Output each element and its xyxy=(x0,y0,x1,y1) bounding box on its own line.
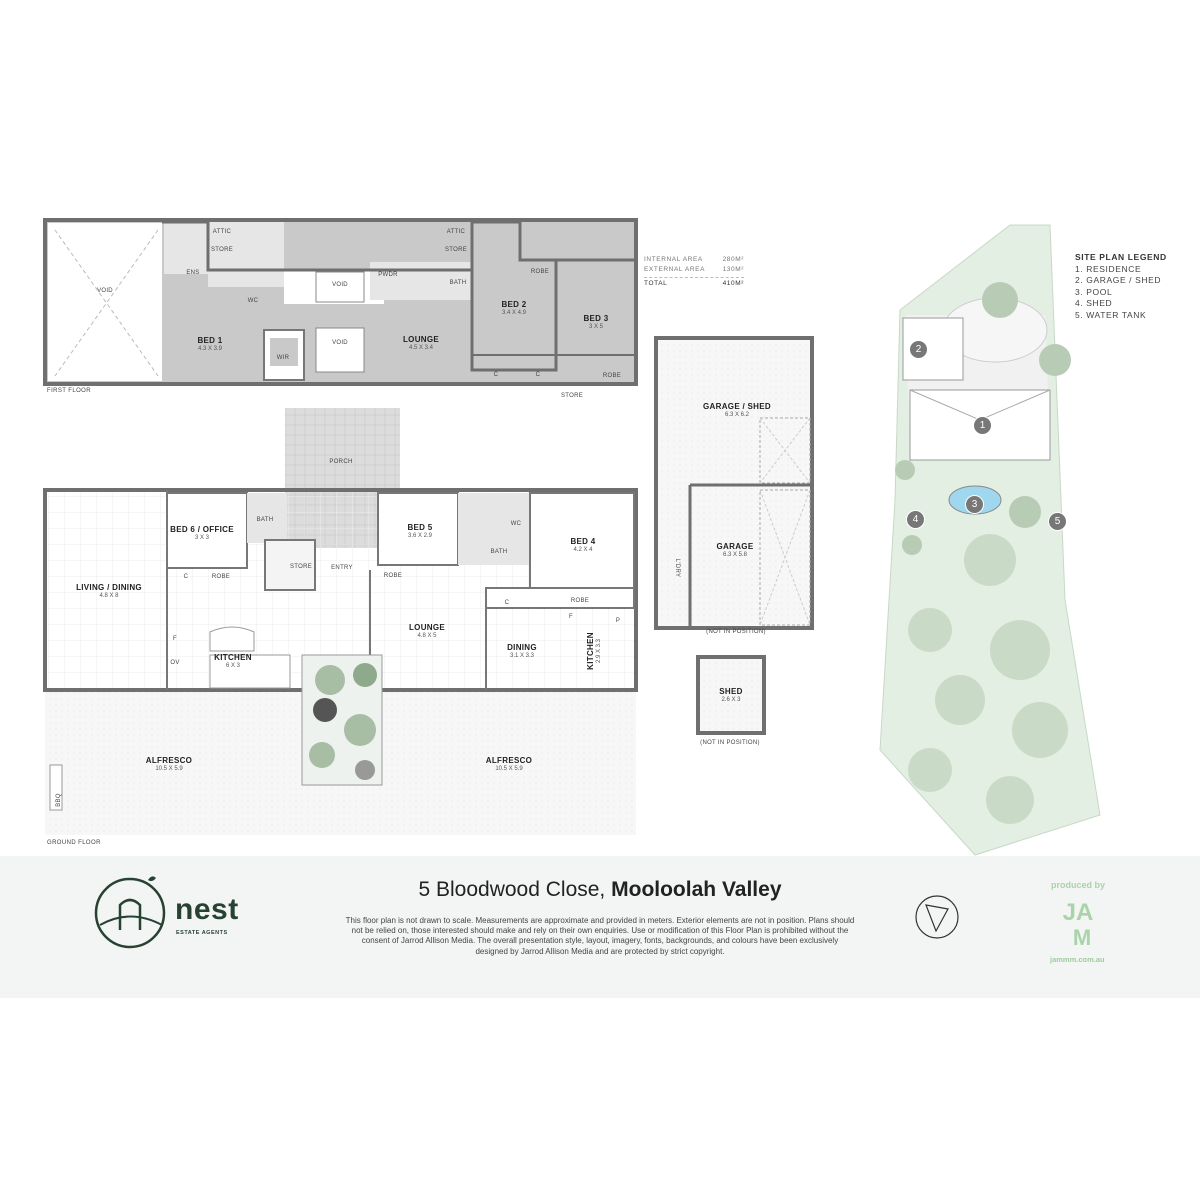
legend-item: 3. POOL xyxy=(1075,286,1113,297)
external-area-label: EXTERNAL AREA xyxy=(644,266,706,273)
garage-note: (NOT IN POSITION) xyxy=(706,629,766,635)
appliance-fridge-2: F xyxy=(569,614,573,620)
appliance-oven: OV xyxy=(170,660,180,666)
room-void-3: VOID xyxy=(332,340,348,346)
room-void-2: VOID xyxy=(332,282,348,288)
room-wc: WC xyxy=(247,298,259,304)
disclaimer: This floor plan is not drawn to scale. M… xyxy=(345,916,855,956)
site-marker-residence: 1 xyxy=(973,416,992,435)
room-robe-ff-1: ROBE xyxy=(530,269,550,275)
ground-floor-label: GROUND FLOOR xyxy=(47,840,101,846)
internal-area-label: INTERNAL AREA xyxy=(644,256,703,263)
room-bath-gf-1: BATH xyxy=(256,517,274,523)
room-laundry: L'DRY xyxy=(674,558,680,578)
footer-band xyxy=(0,856,1200,998)
room-pantry: P xyxy=(615,618,621,624)
jam-produced-by: produced by xyxy=(1051,880,1105,890)
room-robe-ff-2: ROBE xyxy=(602,373,622,379)
room-void-1: VOID xyxy=(97,288,113,294)
room-robe-gf-2: ROBE xyxy=(383,573,403,579)
jam-mark-top: JA xyxy=(1063,899,1094,926)
appliance-fridge-1: F xyxy=(173,636,177,642)
site-marker-water-tank: 5 xyxy=(1048,512,1067,531)
address-suburb: Mooloolah Valley xyxy=(611,878,782,901)
room-pwdr: PWDR xyxy=(378,272,398,278)
shed-note: (NOT IN POSITION) xyxy=(700,740,760,746)
legend-item: 4. SHED xyxy=(1075,298,1113,308)
address-street: 5 Bloodwood Close, xyxy=(418,878,606,901)
first-floor-plan xyxy=(43,218,638,386)
room-attic-store-2: ATTIC STORE xyxy=(444,229,468,253)
agency-logo-tagline: ESTATE AGENTS xyxy=(176,930,228,936)
room-bath-ff: BATH xyxy=(449,280,467,286)
site-marker-garage-shed: 2 xyxy=(909,340,928,359)
room-porch: PORCH xyxy=(329,459,353,465)
room-store-ff: STORE xyxy=(560,393,584,399)
north-arrow-icon xyxy=(915,895,959,939)
site-plan xyxy=(879,224,1101,856)
property-address: 5 Bloodwood Close, Mooloolah Valley xyxy=(0,878,1200,902)
room-entry: ENTRY xyxy=(331,565,353,571)
room-c-ff-1: C xyxy=(493,372,499,378)
room-bath-gf-2: BATH xyxy=(490,549,508,555)
room-attic-store-1: ATTIC STORE xyxy=(210,229,234,253)
internal-area-value: 280M² xyxy=(722,256,744,263)
room-store-gf: STORE xyxy=(289,564,313,570)
first-floor-label: FIRST FLOOR xyxy=(47,388,91,394)
jam-mark-bottom: M xyxy=(1073,925,1091,950)
garage-plan xyxy=(654,336,814,735)
total-area-label: TOTAL xyxy=(644,280,668,287)
legend-item: 5. WATER TANK xyxy=(1075,309,1147,320)
site-plan-legend: SITE PLAN LEGEND 1. RESIDENCE 2. GARAGE … xyxy=(1075,252,1167,321)
jam-logo: produced by JA M xyxy=(1051,880,1105,950)
nest-logo-mark xyxy=(94,876,166,949)
bbq: BBQ xyxy=(56,793,62,807)
site-marker-shed: 4 xyxy=(906,510,925,529)
legend-title: SITE PLAN LEGEND xyxy=(1075,252,1167,262)
room-c-gf-2: C xyxy=(504,600,510,606)
room-robe-gf-3: ROBE xyxy=(570,598,590,604)
site-marker-pool: 3 xyxy=(965,495,984,514)
total-area-value: 410M² xyxy=(722,280,744,287)
agency-logo-name: nest xyxy=(175,893,239,926)
area-table: INTERNAL AREA 280M² EXTERNAL AREA 130M² TO… xyxy=(644,255,744,289)
legend-item: 2. GARAGE / SHED xyxy=(1075,275,1162,285)
room-wc-gf: WC xyxy=(510,521,522,527)
room-robe-gf-1: ROBE xyxy=(211,574,231,580)
legend-item: 1. RESIDENCE xyxy=(1075,263,1142,274)
external-area-value: 130M² xyxy=(722,266,744,273)
room-wir: WIR xyxy=(276,355,290,361)
room-c-ff-2: C xyxy=(535,372,541,378)
ground-floor-plan xyxy=(43,408,638,835)
room-ens: ENS xyxy=(186,270,200,276)
producer-url: jammm.com.au xyxy=(1050,955,1105,964)
room-c-gf-1: C xyxy=(183,574,189,580)
